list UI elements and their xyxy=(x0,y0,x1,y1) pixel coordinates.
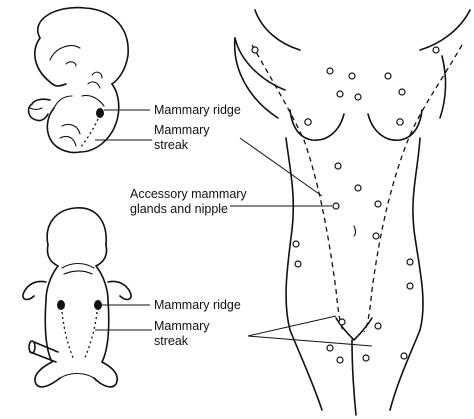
label-fetus-mammary-streak-line1: Mammary xyxy=(154,319,210,333)
label-accessory-line2: glands and nipple xyxy=(130,202,228,216)
label-embryo-mammary-streak-line2: streak xyxy=(154,138,189,152)
leader-fetus-streak-upper xyxy=(247,315,337,337)
label-embryo-mammary-ridge: Mammary ridge xyxy=(154,103,241,117)
label-fetus-mammary-ridge: Mammary ridge xyxy=(154,298,241,312)
leader-lines xyxy=(95,109,373,347)
leader-accessory-upper xyxy=(239,137,323,197)
embryo-side-view xyxy=(27,6,129,154)
leader-fetus-streak-lower xyxy=(247,335,373,347)
fetus-front-view xyxy=(22,207,132,388)
label-accessory-line1: Accessory mammary xyxy=(130,187,247,201)
labels: Mammary ridge Mammary streak Accessory m… xyxy=(130,103,247,348)
adult-torso xyxy=(233,9,471,416)
label-fetus-mammary-streak-line2: streak xyxy=(154,334,189,348)
label-embryo-mammary-streak-line1: Mammary xyxy=(154,123,210,137)
